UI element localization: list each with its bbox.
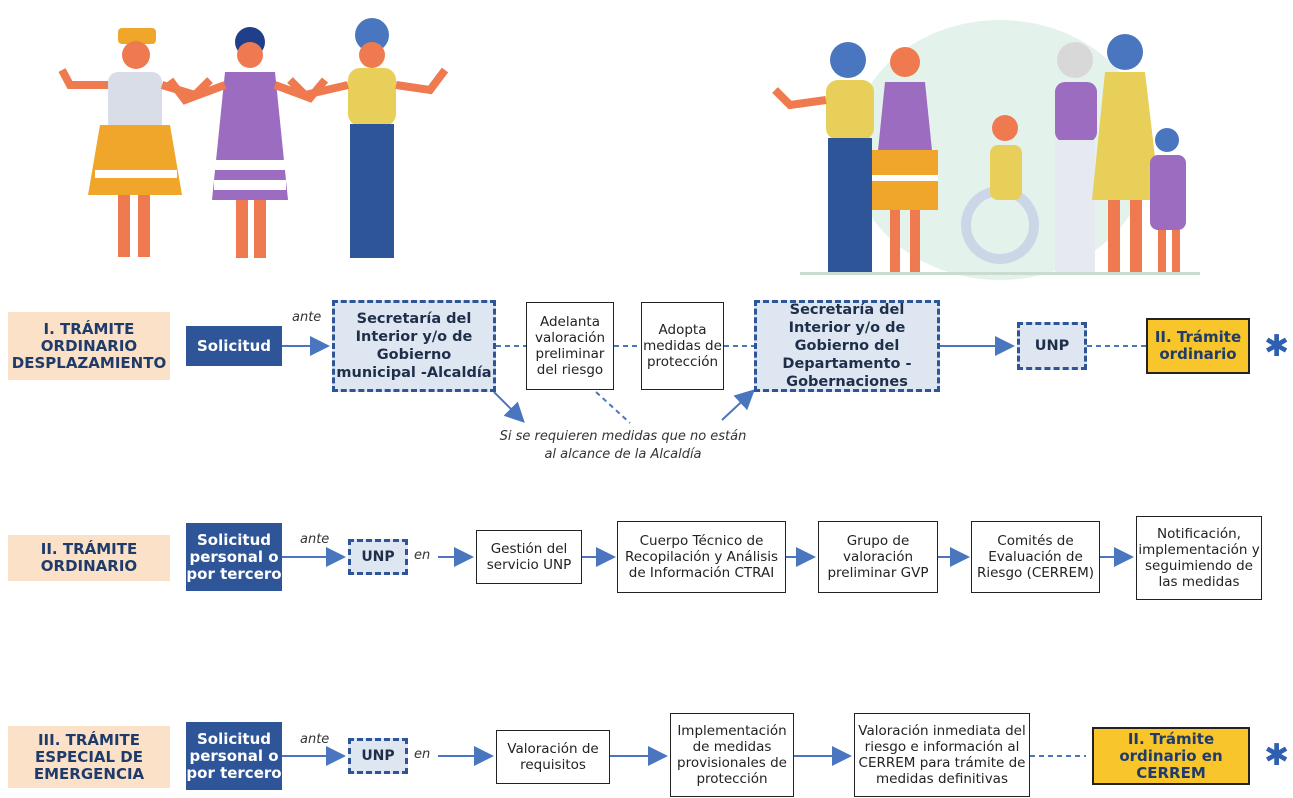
alcaldia-box: Secretaría del Interior y/o de Gobierno … (332, 300, 496, 392)
ordinario-cerrem-box: II. Trámite ordinario en CERREM (1092, 727, 1250, 785)
solicitud-box: Solicitud (186, 326, 282, 366)
row-label-ordinario: II. TRÁMITE ORDINARIO (8, 535, 170, 581)
cerrem-box: Comités de Evaluación de Riesgo (CERREM) (971, 521, 1100, 593)
people-illustration (58, 18, 1200, 280)
en-label: en (414, 548, 431, 563)
ctrai-box: Cuerpo Técnico de Recopilación y Análisi… (617, 521, 786, 593)
asterisk-icon: ✱ (1264, 738, 1290, 773)
gestion-servicio-box: Gestión del servicio UNP (476, 530, 582, 584)
valoracion-preliminar-box: Adelanta valoración preliminar del riesg… (526, 302, 614, 390)
adopta-medidas-box: Adopta medidas de protección (641, 302, 724, 390)
solicitud-tercero-box: Solicitud personal o por tercero (186, 523, 282, 591)
valoracion-requisitos-box: Valoración de requisitos (496, 730, 610, 784)
ante-label: ante (300, 532, 330, 547)
notificacion-box: Notificación, implementación y seguimien… (1136, 516, 1262, 600)
unp-box: UNP (348, 539, 408, 575)
medidas-provisionales-box: Implementación de medidas provisionales … (670, 713, 794, 797)
row-label-emergencia: III. TRÁMITE ESPECIAL DE EMERGENCIA (8, 726, 170, 788)
gobernaciones-box: Secretaría del Interior y/o de Gobierno … (754, 300, 940, 392)
row-label-desplazamiento: I. TRÁMITE ORDINARIO DESPLAZAMIENTO (8, 312, 170, 380)
unp-box: UNP (1017, 322, 1087, 370)
unp-box: UNP (348, 738, 408, 774)
valoracion-inmediata-box: Valoración inmediata del riesgo e inform… (854, 713, 1030, 797)
gvp-box: Grupo de valoración preliminar GVP (818, 521, 938, 593)
asterisk-icon: ✱ (1264, 329, 1290, 364)
alcaldia-note: Si se requieren medidas que no están al … (499, 429, 747, 462)
ante-label: ante (292, 310, 322, 325)
person-purple-illustration (166, 27, 329, 258)
person-hat-illustration (58, 28, 213, 257)
tramite-ordinario-box: II. Trámite ordinario (1146, 318, 1250, 374)
group-people-illustration (772, 34, 1200, 275)
person-yellow-illustration (287, 18, 449, 258)
solicitud-tercero-box: Solicitud personal o por tercero (186, 722, 282, 790)
ante-label: ante (300, 732, 330, 747)
en-label: en (414, 747, 431, 762)
